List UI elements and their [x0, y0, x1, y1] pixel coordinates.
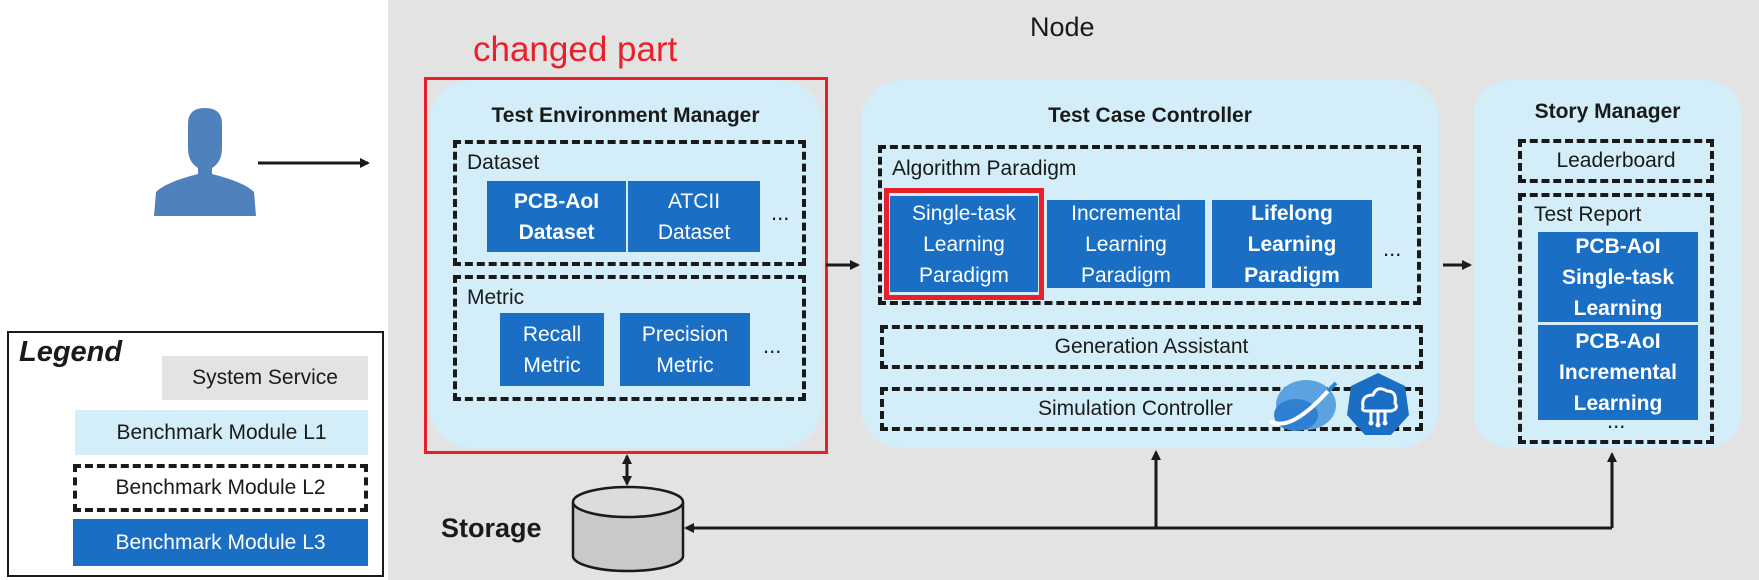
- report-incremental: PCB-AoI Incremental Learning: [1538, 325, 1698, 420]
- dataset-atcii: ATCII Dataset: [628, 181, 760, 252]
- paradigm-incremental: Incremental Learning Paradigm: [1047, 200, 1205, 288]
- storage-cylinder-icon: [571, 485, 685, 573]
- report-single-task: PCB-AoI Single-task Learning: [1538, 232, 1698, 322]
- dataset-pcb-aoi: PCB-AoI Dataset: [487, 181, 626, 252]
- paradigm-lifelong: Lifelong Learning Paradigm: [1212, 200, 1372, 288]
- paradigm-more: ...: [1383, 236, 1402, 261]
- metric-label: Metric: [467, 286, 525, 309]
- story-title: Story Manager: [1534, 100, 1681, 123]
- storage-label: Storage: [441, 513, 542, 543]
- simulation-controller-label: Simulation Controller: [1038, 397, 1233, 420]
- dataset-label: Dataset: [467, 151, 540, 174]
- paradigm-label: Algorithm Paradigm: [892, 157, 1077, 180]
- dataset-group: [453, 140, 806, 266]
- changed-part-label: changed part: [473, 30, 678, 69]
- single-task-highlight: [884, 188, 1044, 300]
- metric-more: ...: [763, 333, 782, 358]
- test-report-label: Test Report: [1534, 203, 1642, 226]
- test-report-group: [1518, 193, 1714, 444]
- test-env-title: Test Environment Manager: [491, 104, 760, 127]
- metric-recall: Recall Metric: [500, 313, 604, 386]
- test-case-title: Test Case Controller: [1048, 104, 1252, 127]
- leaderboard: Leaderboard: [1518, 139, 1714, 183]
- cloud-icon: [1268, 380, 1338, 431]
- node-label: Node: [1030, 12, 1095, 42]
- legend-module-l3: Benchmark Module L3: [73, 519, 368, 566]
- metric-precision: Precision Metric: [620, 313, 750, 386]
- legend-system-service: System Service: [162, 356, 368, 400]
- legend-module-l2: Benchmark Module L2: [73, 464, 368, 512]
- paradigm-group: [878, 145, 1421, 305]
- simulation-controller: Simulation Controller: [880, 387, 1423, 431]
- kubeedge-icon: [1347, 373, 1409, 435]
- paradigm-single-task: Single-task Learning Paradigm: [890, 196, 1038, 292]
- user-icon: [154, 108, 256, 216]
- metric-group: [453, 275, 806, 401]
- legend-title: Legend: [19, 336, 123, 368]
- dataset-more: ...: [771, 200, 790, 225]
- generation-assistant: Generation Assistant: [880, 325, 1423, 369]
- report-more: ...: [1607, 408, 1626, 433]
- legend-module-l1: Benchmark Module L1: [75, 410, 368, 455]
